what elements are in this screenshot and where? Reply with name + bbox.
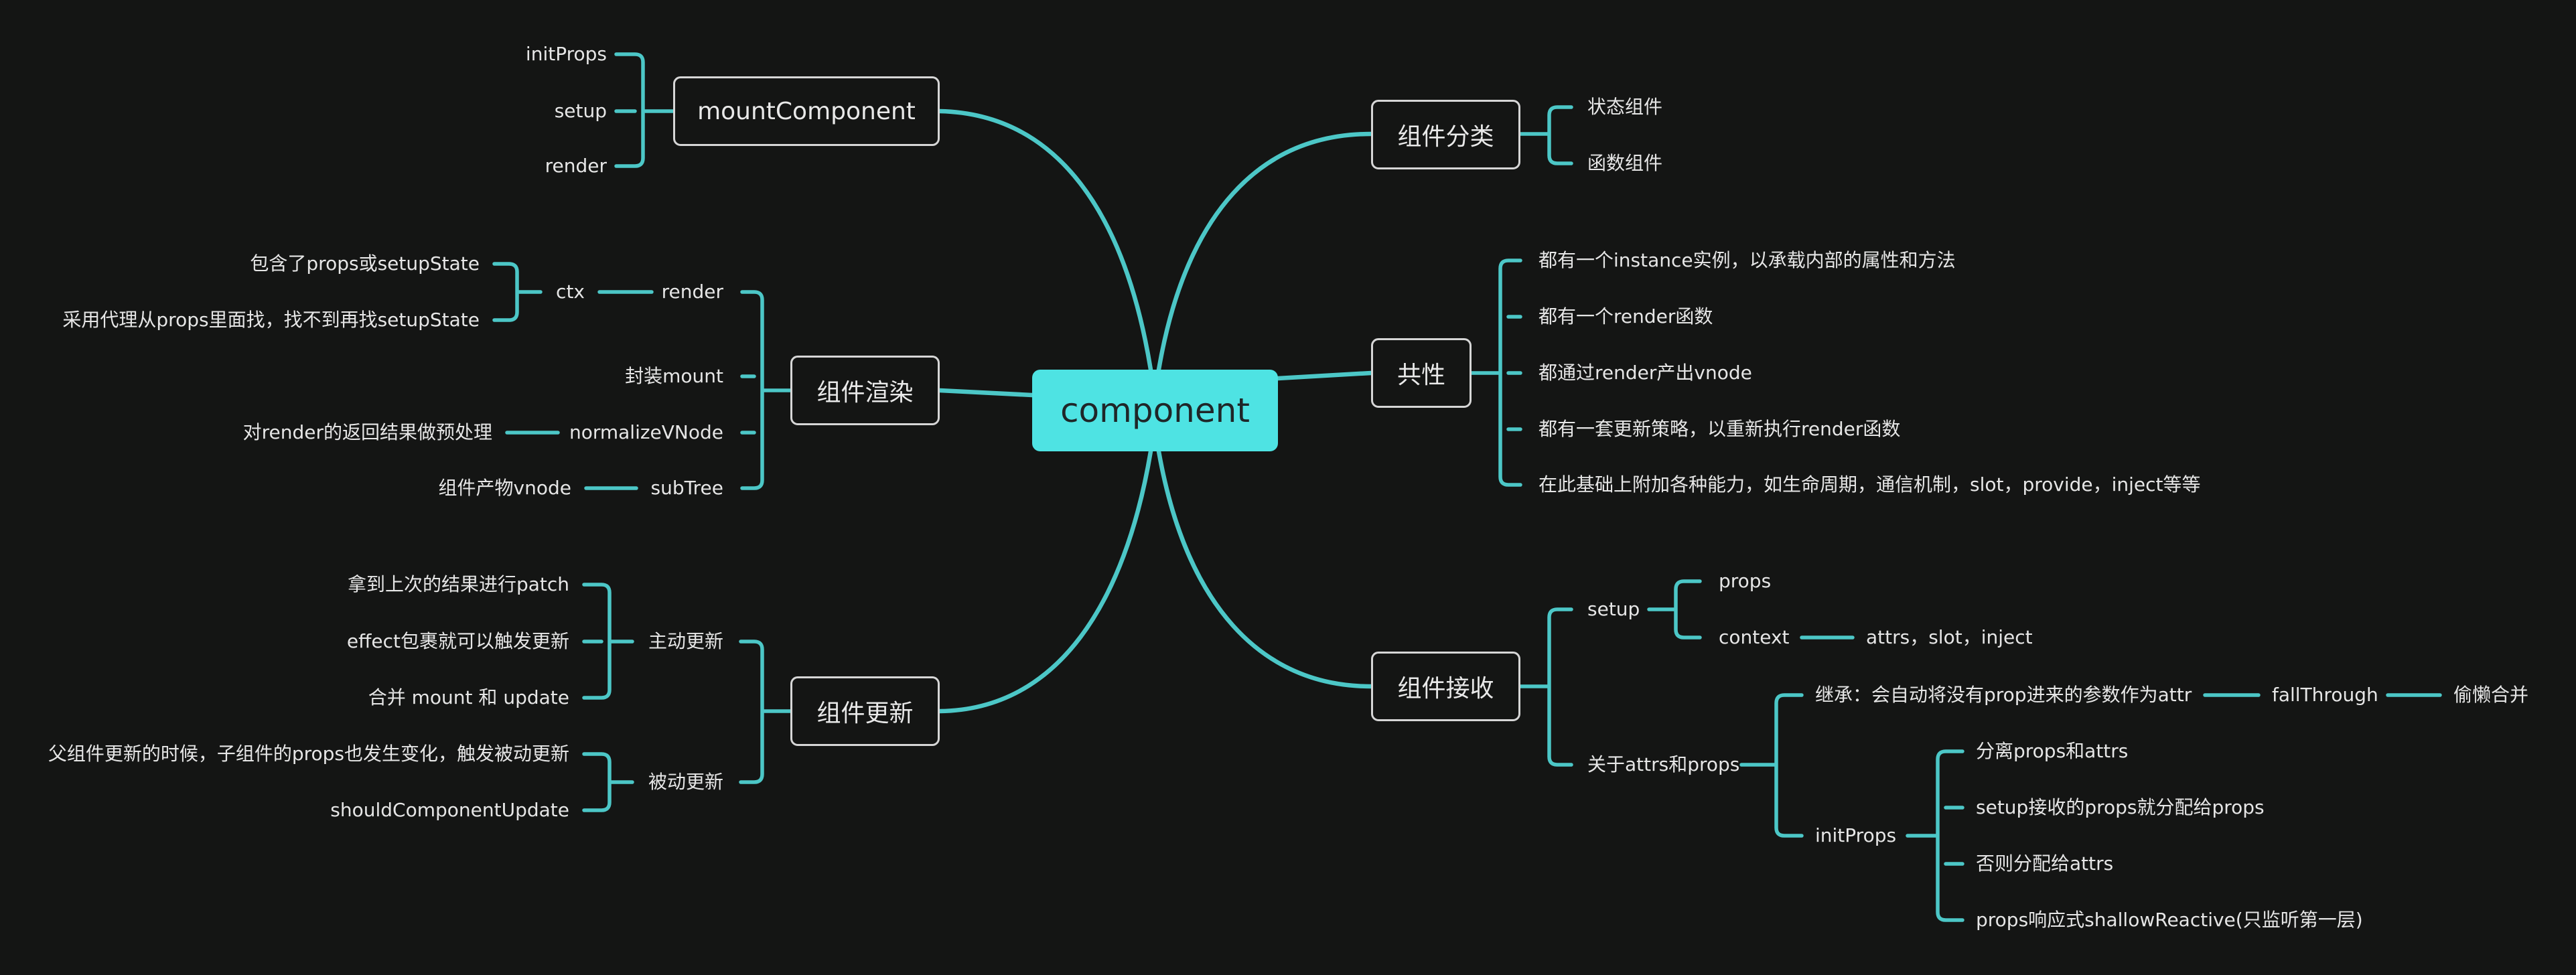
attrs-props-bracket bbox=[1739, 693, 1804, 838]
ctx-bracket bbox=[492, 262, 543, 322]
receive-attrs-props[interactable]: 关于attrs和props bbox=[1587, 753, 1740, 775]
branch-mount bbox=[937, 108, 1153, 372]
branch-receive bbox=[1156, 449, 1374, 689]
setup-bracket bbox=[1647, 579, 1702, 640]
ctx-item-2[interactable]: 采用代理从props里面找，找不到再找setupState bbox=[62, 309, 480, 331]
active-item-2[interactable]: effect包裹就可以触发更新 bbox=[346, 630, 569, 652]
render-render[interactable]: render bbox=[661, 281, 723, 303]
initprops-bracket bbox=[1906, 749, 1964, 922]
mount-render[interactable]: render bbox=[545, 155, 607, 177]
initprops-item-1[interactable]: 分离props和attrs bbox=[1976, 740, 2129, 762]
render-subtree[interactable]: subTree bbox=[650, 477, 723, 499]
topic-common-traits[interactable]: 共性 bbox=[1371, 338, 1472, 408]
branch-render bbox=[937, 388, 1035, 398]
context-desc[interactable]: attrs，slot，inject bbox=[1866, 626, 2033, 648]
common-item-2[interactable]: 都有一个render函数 bbox=[1539, 305, 1713, 327]
passive-bracket bbox=[582, 752, 634, 812]
common-item-3[interactable]: 都通过render产出vnode bbox=[1539, 362, 1752, 384]
render-mount[interactable]: 封装mount bbox=[625, 365, 723, 387]
common-item-5[interactable]: 在此基础上附加各种能力，如生命周期，通信机制，slot，provide，inje… bbox=[1539, 473, 2201, 496]
mount-bracket bbox=[614, 52, 675, 168]
attrs-fallthrough[interactable]: fallThrough bbox=[2272, 684, 2378, 706]
subtree-desc[interactable]: 组件产物vnode bbox=[438, 477, 571, 499]
common-bracket bbox=[1470, 258, 1522, 487]
active-item-1[interactable]: 拿到上次的结果进行patch bbox=[347, 573, 569, 595]
branch-classify bbox=[1156, 131, 1374, 372]
initprops-item-3[interactable]: 否则分配给attrs bbox=[1976, 852, 2114, 875]
render-normalize[interactable]: normalizeVNode bbox=[569, 421, 723, 443]
initprops-item-2[interactable]: setup接收的props就分配给props bbox=[1976, 796, 2265, 818]
ctx-item-1[interactable]: 包含了props或setupState bbox=[250, 252, 480, 275]
update-active[interactable]: 主动更新 bbox=[648, 630, 723, 652]
render-bracket bbox=[740, 290, 792, 490]
passive-item-1[interactable]: 父组件更新的时候，子组件的props也发生变化，触发被动更新 bbox=[48, 743, 569, 765]
update-passive[interactable]: 被动更新 bbox=[648, 771, 723, 793]
root-node[interactable]: component bbox=[1032, 370, 1278, 451]
receive-bracket bbox=[1518, 607, 1573, 767]
topic-mount-component[interactable]: mountComponent bbox=[673, 76, 940, 146]
branch-update bbox=[937, 449, 1153, 714]
topic-component-receive[interactable]: 组件接收 bbox=[1371, 652, 1520, 721]
update-bracket bbox=[739, 640, 792, 784]
topic-component-update[interactable]: 组件更新 bbox=[790, 676, 940, 746]
setup-context[interactable]: context bbox=[1719, 626, 1790, 648]
branch-common bbox=[1275, 370, 1374, 381]
attrs-inherit[interactable]: 继承：会自动将没有prop进来的参数作为attr bbox=[1815, 684, 2192, 706]
mount-init-props[interactable]: initProps bbox=[525, 43, 607, 65]
setup-props[interactable]: props bbox=[1719, 570, 1772, 592]
mount-setup[interactable]: setup bbox=[554, 100, 607, 122]
topic-component-render[interactable]: 组件渲染 bbox=[790, 356, 940, 425]
classify-functional[interactable]: 函数组件 bbox=[1587, 152, 1663, 174]
active-item-3[interactable]: 合并 mount 和 update bbox=[368, 686, 569, 708]
passive-item-2[interactable]: shouldComponentUpdate bbox=[330, 799, 569, 821]
active-bracket bbox=[582, 583, 634, 700]
normalize-desc[interactable]: 对render的返回结果做预处理 bbox=[242, 421, 492, 443]
receive-setup[interactable]: setup bbox=[1587, 598, 1640, 620]
attrs-lazy-merge[interactable]: 偷懒合并 bbox=[2453, 684, 2529, 706]
topic-component-classify[interactable]: 组件分类 bbox=[1371, 100, 1520, 169]
classify-bracket bbox=[1518, 105, 1573, 165]
render-ctx[interactable]: ctx bbox=[556, 281, 585, 303]
common-item-1[interactable]: 都有一个instance实例，以承载内部的属性和方法 bbox=[1539, 249, 1956, 271]
initprops-item-4[interactable]: props响应式shallowReactive(只监听第一层) bbox=[1976, 909, 2363, 931]
attrs-initprops[interactable]: initProps bbox=[1815, 824, 1897, 846]
classify-stateful[interactable]: 状态组件 bbox=[1587, 96, 1663, 118]
common-item-4[interactable]: 都有一套更新策略，以重新执行render函数 bbox=[1539, 418, 1901, 440]
